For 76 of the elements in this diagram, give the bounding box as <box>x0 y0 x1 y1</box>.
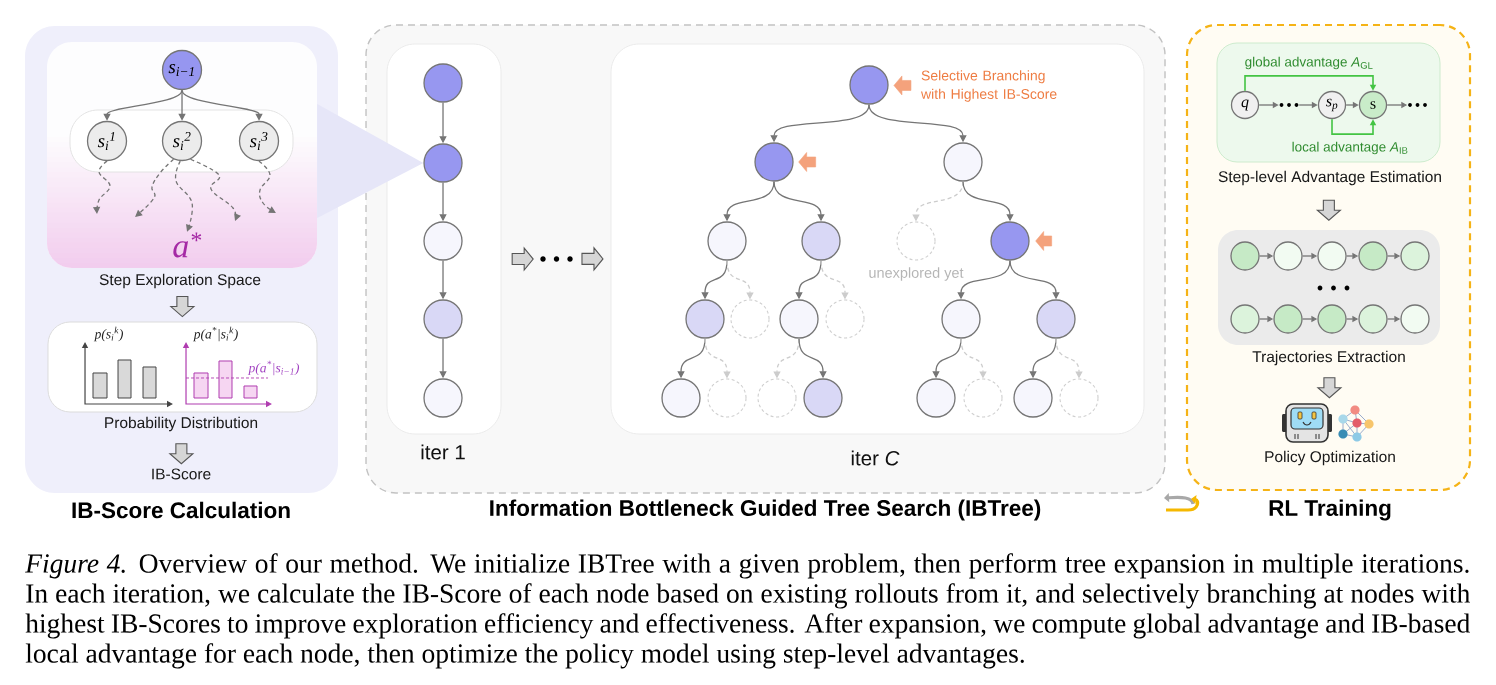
zoom-wedge <box>317 104 424 218</box>
caption: Figure 4. Overview of our method. We initialize IBTree with a given problem, then perform tree expansion in multiple iterations. In each iteration, we calculate the IB-Score of each node based on existing rollouts from it, and selectively branching at nodes with highest IB-Scores to improve exploration efficiency and effectiveness. After expansion, we compute global advantage and IB-based local advantage for each node, then optimize the policy model using step-level advantages. <box>25 553 1470 669</box>
dashed-arrow <box>135 158 175 217</box>
text-label: Policy Optimization <box>1265 450 1395 466</box>
circle-node <box>423 221 463 261</box>
circle-node <box>707 221 747 261</box>
circle-node <box>1230 304 1260 334</box>
circle-node <box>1358 241 1388 271</box>
dashed-arrow <box>174 160 194 232</box>
box-label: Probability Distribution <box>105 416 258 432</box>
math-label: a$^{*}$ <box>173 232 202 258</box>
circle-node <box>1400 304 1430 334</box>
dashed-arrow <box>189 158 241 221</box>
circle-node <box>1273 241 1303 271</box>
block-arrow <box>581 246 604 272</box>
circle-node <box>849 65 889 105</box>
circle-node <box>779 299 819 339</box>
dashed-arrow <box>258 160 276 213</box>
circle-node <box>423 63 463 103</box>
panel-title: IB-Score Calculation <box>72 501 290 519</box>
circle-node <box>803 378 843 418</box>
edge-label: local advantage A$_{IB}$ <box>1292 141 1408 155</box>
circle-node <box>916 378 956 418</box>
circle-node <box>1013 378 1053 418</box>
box-label: Step-level Advantage Estimation <box>1218 170 1441 186</box>
ellipsis-dots <box>540 256 573 262</box>
circle-node <box>1273 304 1303 334</box>
circle-node <box>941 299 981 339</box>
circle-node <box>990 221 1030 261</box>
block-arrow <box>168 443 195 465</box>
circle-node <box>685 299 725 339</box>
dashed-circle <box>757 378 797 418</box>
block-arrow <box>1316 377 1343 399</box>
circle-node <box>1400 241 1430 271</box>
circle-node <box>1317 304 1347 334</box>
circle-node <box>1230 241 1260 271</box>
box-label: iter 1 <box>421 444 465 460</box>
circle-node <box>423 378 463 418</box>
panel-title: RL Training <box>1269 499 1391 521</box>
panel-title: Information Bottleneck Guided Tree Search (IBTree) <box>490 499 1041 521</box>
circle-node <box>1036 299 1076 339</box>
dashed-circle <box>963 378 1003 418</box>
callout-text: Selective Branching with Highest IB-Score <box>921 70 1057 102</box>
dashed-circle <box>825 299 865 339</box>
text-label: IB-Score <box>152 468 211 480</box>
dashed-circle <box>730 299 770 339</box>
circle-node <box>943 142 983 182</box>
dashed-circle <box>1059 378 1099 418</box>
circle-node <box>1317 241 1347 271</box>
arrow <box>103 89 183 121</box>
arrow <box>1244 75 1377 92</box>
block-arrow <box>798 152 816 172</box>
ellipsis-dots <box>1408 103 1427 107</box>
axis-label: p(a$^{*}$|s$_{i}$$^{k}$) <box>193 326 238 342</box>
box-label: Step Exploration Space <box>99 273 261 289</box>
note-text: unexplored yet <box>869 267 964 281</box>
block-arrow <box>893 75 912 96</box>
arrow <box>178 89 186 121</box>
block-arrow <box>1035 231 1052 251</box>
circle-node <box>1358 304 1388 334</box>
block-arrow <box>169 296 196 318</box>
block-arrow <box>1315 199 1342 221</box>
block-arrow <box>511 246 534 272</box>
ellipsis-dots <box>1279 103 1299 107</box>
box-label: Trajectories Extraction <box>1252 350 1405 366</box>
axis-label: p(a$^{*}$|s$_{i−1}$) <box>247 360 300 376</box>
circle-node <box>423 143 463 183</box>
edge-label: global advantage A$_{GL}$ <box>1245 56 1373 70</box>
circle-node <box>801 221 841 261</box>
box-label: iter C <box>851 450 900 466</box>
circle-node <box>754 142 794 182</box>
dashed-circle <box>707 378 747 418</box>
circle-node <box>661 378 701 418</box>
axis-label: p(s$_{i}$$^{k}$) <box>93 326 123 342</box>
circle-node <box>423 299 463 339</box>
arrow <box>181 89 263 121</box>
